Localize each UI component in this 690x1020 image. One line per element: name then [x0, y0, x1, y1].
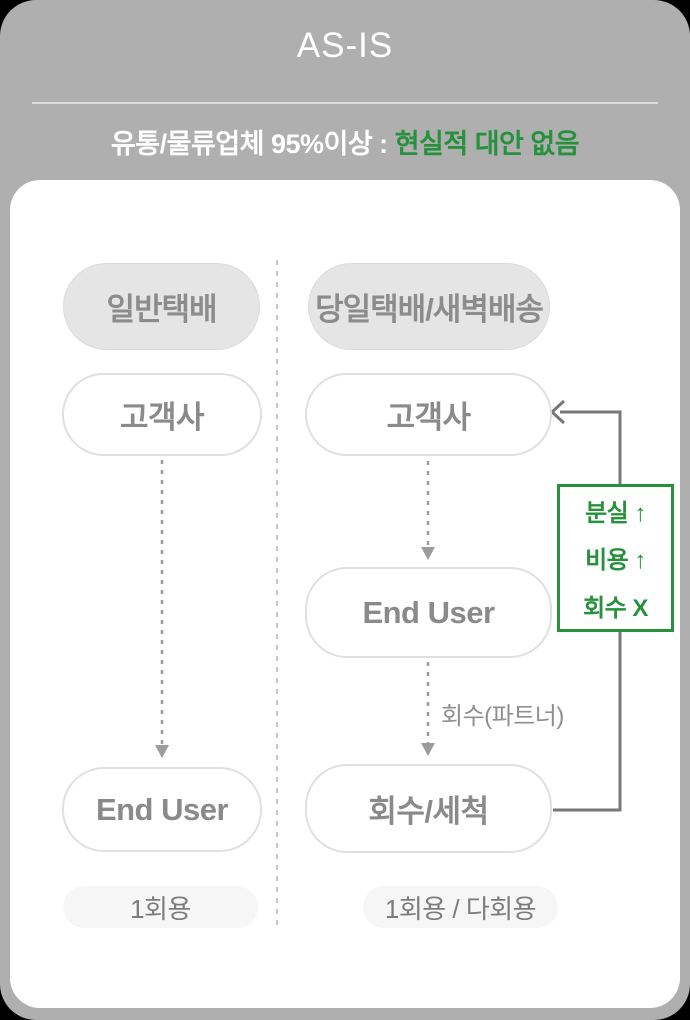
right-flow-recovery-box: 회수/세척: [305, 764, 552, 853]
issue-callout-box: 분실 ↑ 비용 ↑ 회수 X: [557, 484, 674, 632]
left-flow-footer-pill: 1회용: [63, 886, 258, 928]
subtitle-highlight-text: 현실적 대안 없음: [394, 129, 580, 159]
right-flow-footer-pill: 1회용 / 다회용: [363, 886, 558, 928]
right-flow-customer-box: 고객사: [305, 373, 552, 456]
issue-line-loss: 분실 ↑: [585, 500, 646, 528]
right-flow-end-user-box: End User: [305, 567, 552, 658]
left-flow-header-pill: 일반택배: [63, 263, 260, 350]
recovery-partner-edge-label: 회수(파트너): [441, 703, 564, 730]
subtitle: 유통/물류업체 95%이상 : 현실적 대안 없음: [0, 122, 690, 161]
right-flow-header-pill: 당일택배/새벽배송: [308, 263, 550, 350]
left-flow-end-user-box: End User: [62, 767, 262, 852]
left-flow-customer-box: 고객사: [62, 373, 262, 456]
page-title: AS-IS: [296, 26, 394, 65]
subtitle-plain-text: 유통/물류업체 95%이상 :: [110, 129, 395, 159]
issue-line-recovery: 회수 X: [583, 594, 648, 622]
issue-line-cost: 비용 ↑: [585, 547, 646, 575]
header-divider-line: [32, 102, 658, 104]
